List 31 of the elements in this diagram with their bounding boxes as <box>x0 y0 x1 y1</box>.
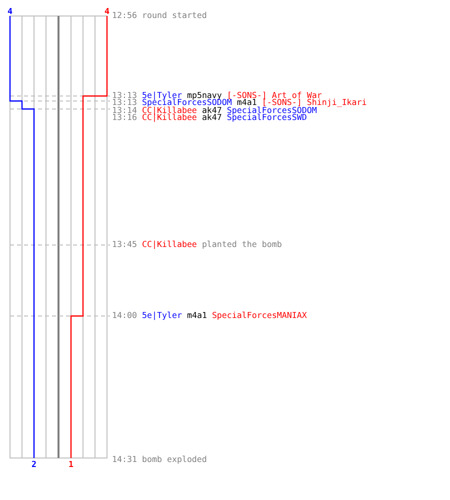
time-label: 13:13 <box>112 99 137 107</box>
player-name: CC|Killabee <box>142 114 197 122</box>
event-text: planted the bomb <box>202 241 282 249</box>
player-name: SpecialForcesMANIAX <box>212 312 307 320</box>
count-label: 1 <box>68 460 74 468</box>
weapon-name: ak47 <box>202 106 222 114</box>
player-name: 5e|Tyler <box>142 92 182 100</box>
count-label: 4 <box>6 7 14 15</box>
player-name: SpecialForcesSODOM <box>226 106 317 114</box>
weapon-name: m4a1 <box>236 99 257 107</box>
time-label: 13:13 <box>112 92 137 100</box>
player-name: SpecialForcesSODOM <box>142 99 232 107</box>
player-name: [-SONS-] Art of War <box>226 92 322 100</box>
time-label: 14:31 <box>112 456 137 464</box>
time-label: 13:14 <box>112 106 137 114</box>
player-name: 5e|Tyler <box>142 312 182 320</box>
event-text: bomb exploded <box>142 456 207 464</box>
time-label: 14:00 <box>112 312 137 320</box>
time-label: 12:56 <box>112 12 137 20</box>
count-label: 2 <box>30 460 38 468</box>
time-label: 13:16 <box>112 114 137 122</box>
player-name: [-SONS-] Shinji_Ikari <box>262 99 367 107</box>
weapon-name: mp5navy <box>186 92 222 100</box>
player-name: SpecialForcesSWD <box>226 114 307 122</box>
weapon-name: m4a1 <box>186 312 207 320</box>
player-name: CC|Killabee <box>142 106 197 114</box>
time-label: 13:45 <box>112 241 137 249</box>
count-label: 4 <box>104 7 110 15</box>
player-name: CC|Killabee <box>142 241 197 249</box>
event-text: round started <box>142 12 207 20</box>
weapon-name: ak47 <box>202 114 222 122</box>
